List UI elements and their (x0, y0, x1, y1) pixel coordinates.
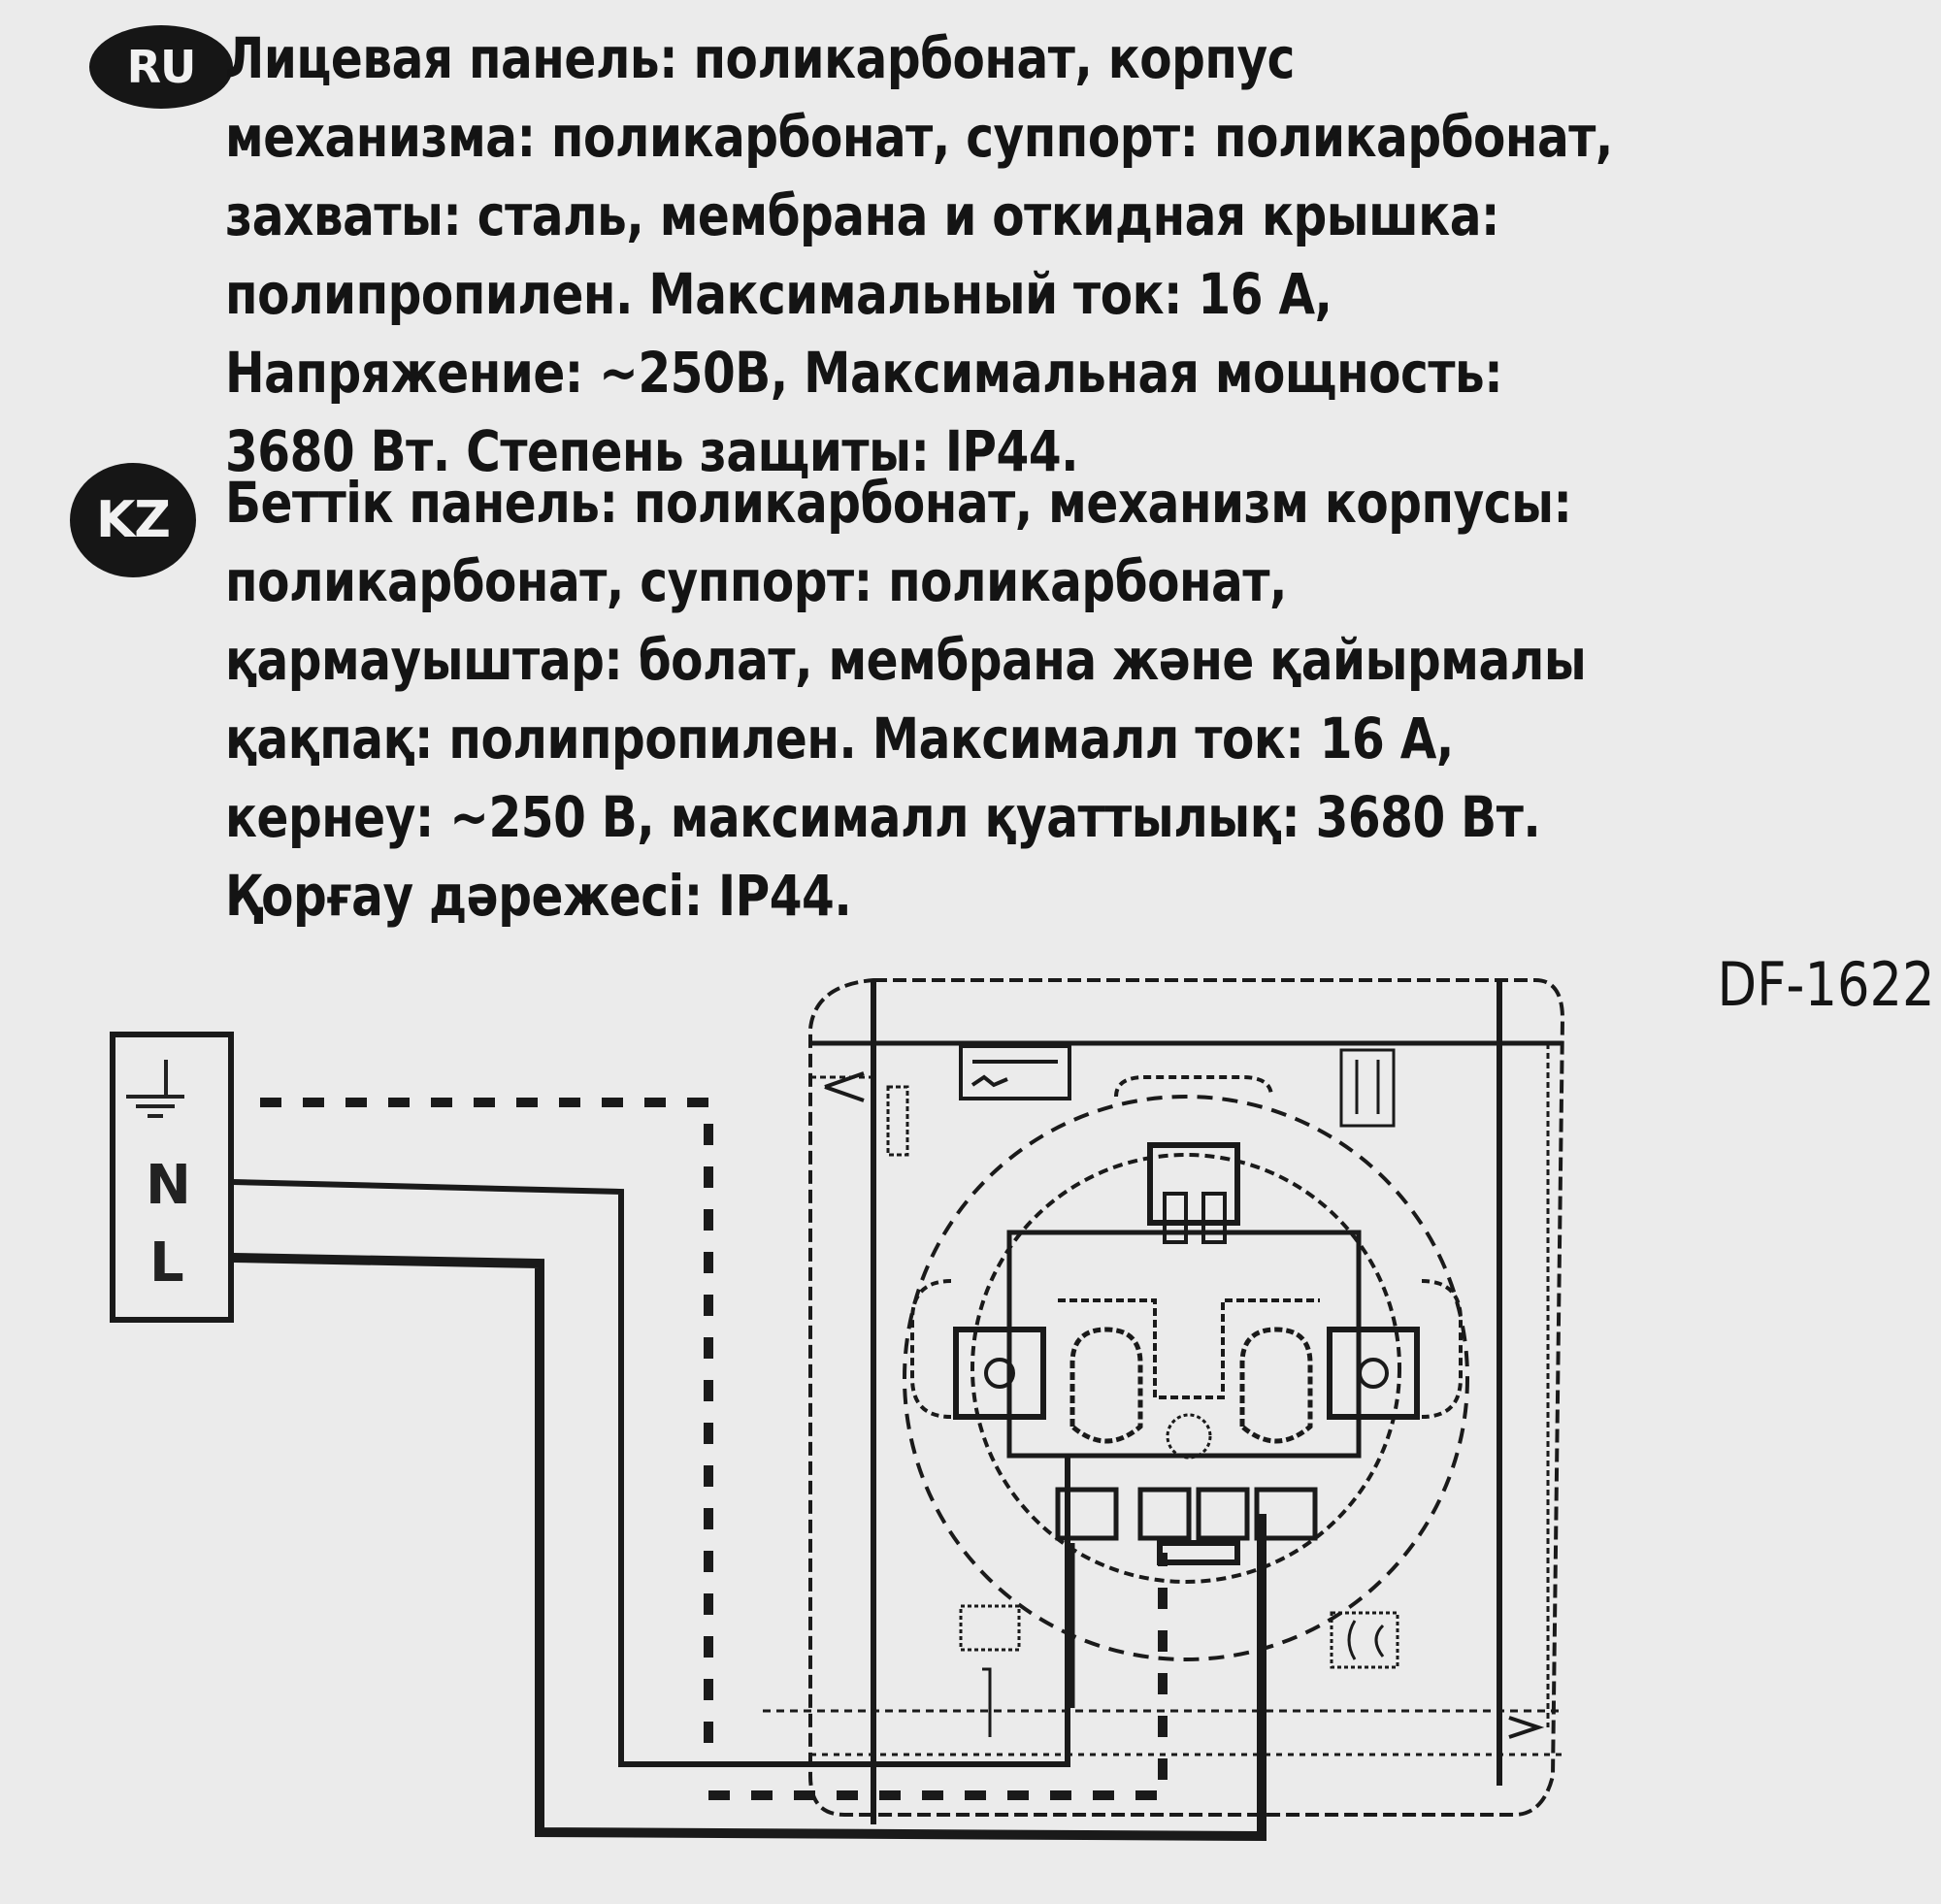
ru-line: Лицевая панель: поликарбонат, корпус (225, 25, 1295, 91)
kz-line: кернеу: ~250 В, максималл қуаттылық: 368… (225, 784, 1541, 850)
ru-line: 3680 Вт. Степень защиты: IP44. (225, 418, 1079, 484)
kz-line: Беттік панель: поликарбонат, механизм ко… (225, 470, 1572, 536)
ru-line: механизма: поликарбонат, суппорт: полика… (225, 104, 1613, 170)
earth-ground-icon (126, 1060, 184, 1118)
terminal-neutral-label: N (146, 1154, 191, 1217)
kz-line: поликарбонат, суппорт: поликарбонат, (225, 548, 1287, 614)
kz-line: Қорғау дәрежесі: IP44. (225, 863, 852, 929)
ru-line: захваты: сталь, мембрана и откидная крыш… (225, 182, 1499, 248)
live-wire (232, 1253, 1267, 1842)
socket-drawing (763, 978, 1565, 1824)
kz-line: қармауыштар: болат, мембрана және қайырм… (225, 627, 1587, 693)
model-number: DF-1622 (1717, 949, 1935, 1020)
neutral-wire (232, 1179, 1070, 1767)
ru-line: Напряжение: ~250В, Максимальная мощность… (225, 340, 1503, 406)
language-badge-ru: RU (89, 25, 233, 109)
ru-specifications-text: Лицевая панель: поликарбонат, корпус мех… (225, 19, 1613, 491)
terminal-live-label: L (149, 1231, 184, 1295)
earth-wire (260, 1098, 1168, 1800)
terminal-block: N L (110, 1032, 234, 1323)
kz-line: қақпақ: полипропилен. Максималл ток: 16 … (225, 706, 1454, 771)
kz-specifications-text: Беттік панель: поликарбонат, механизм ко… (225, 464, 1587, 936)
language-badge-kz: KZ (70, 463, 196, 577)
ru-line: полипропилен. Максимальный ток: 16 А, (225, 261, 1332, 327)
